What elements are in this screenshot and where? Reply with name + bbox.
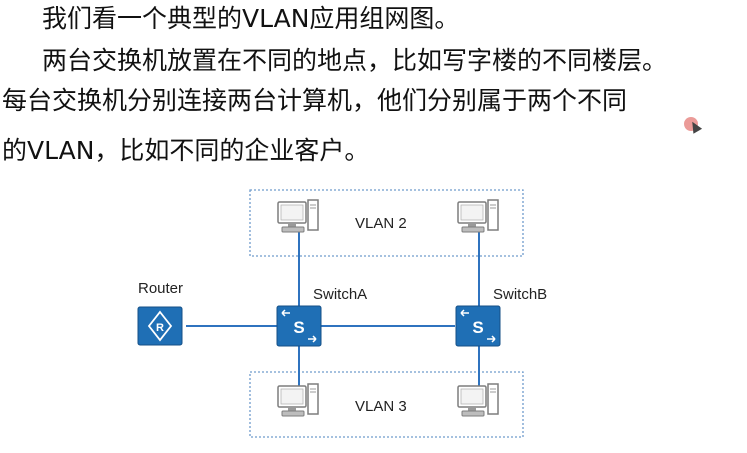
- switch-a-label: SwitchA: [313, 286, 367, 303]
- vlan-3-label: VLAN 3: [355, 398, 407, 415]
- computer-icon: [277, 383, 319, 417]
- svg-text:R: R: [156, 322, 164, 334]
- text-line-2: 两台交换机放置在不同的地点，比如写字楼的不同楼层。: [42, 46, 668, 75]
- svg-text:S: S: [472, 318, 483, 337]
- computer-icon: [457, 383, 499, 417]
- text-line-1: 我们看一个典型的VLAN应用组网图。: [42, 4, 460, 33]
- switch-b-label: SwitchB: [493, 286, 547, 303]
- vlan-3-box: [249, 371, 524, 438]
- svg-text:S: S: [293, 318, 304, 337]
- computer-icon: [277, 199, 319, 233]
- router-label: Router: [138, 280, 183, 297]
- switch-b-icon: S: [455, 305, 501, 347]
- router-icon: R: [137, 306, 183, 346]
- network-links: [186, 227, 480, 392]
- computer-icon: [457, 199, 499, 233]
- text-line-4: 的VLAN，比如不同的企业客户。: [2, 136, 370, 165]
- vlan-2-label: VLAN 2: [355, 215, 407, 232]
- switch-a-icon: S: [276, 305, 322, 347]
- text-line-3: 每台交换机分别连接两台计算机，他们分别属于两个不同: [2, 86, 628, 115]
- vlan-2-box: [249, 189, 524, 257]
- cursor-highlight: [684, 117, 698, 131]
